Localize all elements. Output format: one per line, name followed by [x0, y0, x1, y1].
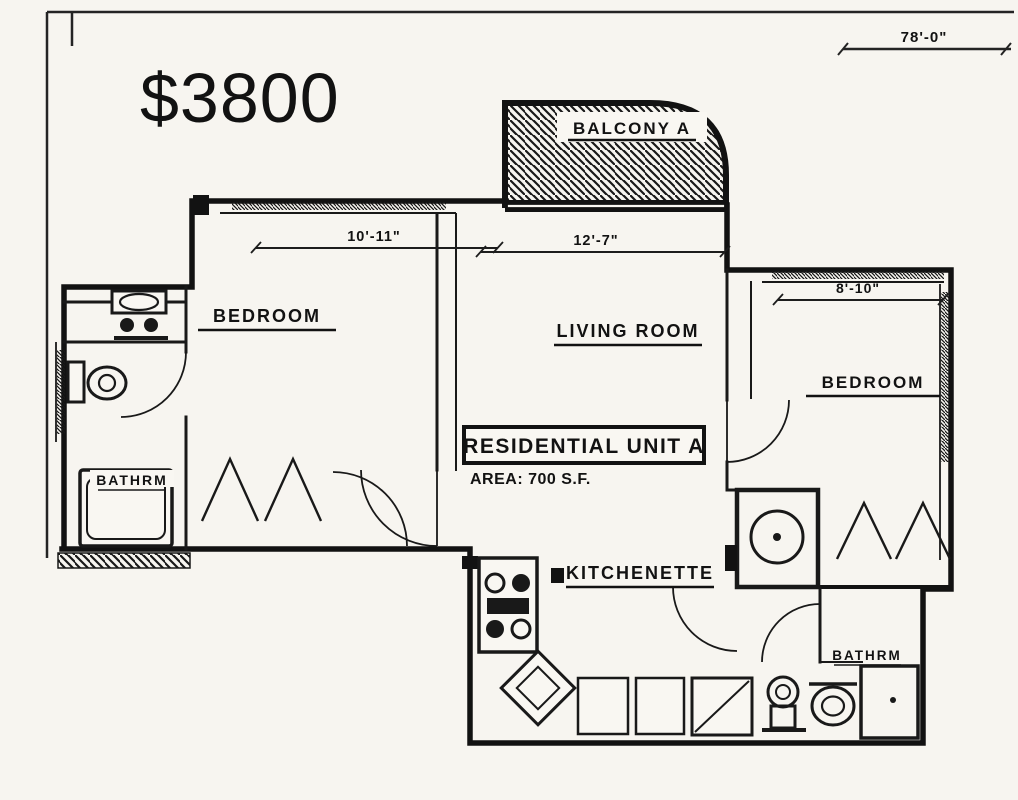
counter-icon: [576, 676, 630, 736]
bathroom-left-fixtures: [66, 289, 174, 548]
closet-symbols: [200, 456, 952, 560]
room-labels: BEDROOM LIVING ROOM BEDROOM KITCHENETTE: [198, 306, 940, 589]
kitchenette-label: KITCHENETTE: [566, 563, 714, 583]
unit-title-box: RESIDENTIAL UNIT A AREA: 700 S.F.: [462, 425, 706, 488]
living-room-dimension: 12'-7": [573, 233, 618, 249]
bathroom-left-label: BATHRM: [96, 472, 168, 488]
bedroom-left-dimension: 10'-11": [347, 229, 401, 245]
bathtub-icon: [859, 664, 920, 740]
sink-icon: [766, 675, 800, 709]
bedroom-right-label: BEDROOM: [822, 373, 925, 392]
counter-icon: [634, 676, 686, 736]
door-arcs: [120, 351, 821, 663]
window-bands: [55, 202, 949, 569]
unit-area: AREA: 700 S.F.: [470, 471, 591, 488]
toilet-icon: [810, 685, 856, 727]
site-width-dimension: 78'-0": [901, 29, 948, 46]
kitchenette-fixtures: [477, 556, 754, 737]
price-label: $3800: [140, 59, 340, 137]
bedroom-right-dimension: 8'-10": [836, 280, 880, 296]
bathroom-right-label: BATHRM: [832, 648, 902, 663]
balcony: BALCONY A: [502, 100, 729, 208]
bathroom-right-fixtures: [762, 664, 920, 740]
site-boundary-lines: [45, 10, 1014, 558]
bedroom-left-label: BEDROOM: [213, 306, 321, 326]
kitchen-table-icon: [499, 649, 577, 727]
washer-closet: [749, 509, 805, 565]
living-room-label: LIVING ROOM: [557, 321, 700, 341]
toilet-icon: [66, 360, 86, 404]
dimension-annotations: [250, 241, 949, 306]
washer-icon: [749, 509, 805, 565]
unit-name: RESIDENTIAL UNIT A: [463, 435, 705, 458]
balcony-label: BALCONY A: [573, 119, 691, 138]
